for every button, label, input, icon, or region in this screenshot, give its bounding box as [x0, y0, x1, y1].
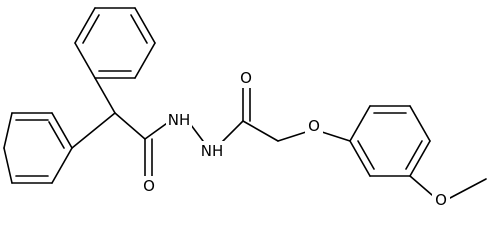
methoxyphenyl-ring	[349, 105, 431, 177]
diphenylacetyl-backbone	[71, 77, 171, 177]
molecule-structure: NH NH O O O O	[3, 7, 487, 210]
atom-label-ether-o: O	[305, 116, 323, 136]
atom-label-carbonyl-o-1: O	[140, 176, 158, 196]
phenyl-ring-left	[3, 112, 73, 184]
carbonyl-o-1-text: O	[143, 177, 155, 195]
ether-o-text: O	[308, 117, 320, 135]
nh-1-text: NH	[168, 111, 191, 129]
atom-label-nh-1: NH	[166, 110, 192, 130]
atom-label-nh-2: NH	[199, 141, 225, 161]
atom-label-methoxy-o: O	[432, 190, 450, 210]
methoxy-group	[409, 175, 487, 199]
hydrazide-linker	[187, 120, 244, 143]
atom-label-carbonyl-o-2: O	[237, 68, 255, 88]
carbonyl-o-2-text: O	[240, 69, 252, 87]
methoxy-o-text: O	[435, 191, 447, 209]
nh-2-text: NH	[201, 142, 224, 160]
phenyl-ring-top	[74, 7, 156, 79]
acetyl-ether-chain	[242, 87, 351, 142]
